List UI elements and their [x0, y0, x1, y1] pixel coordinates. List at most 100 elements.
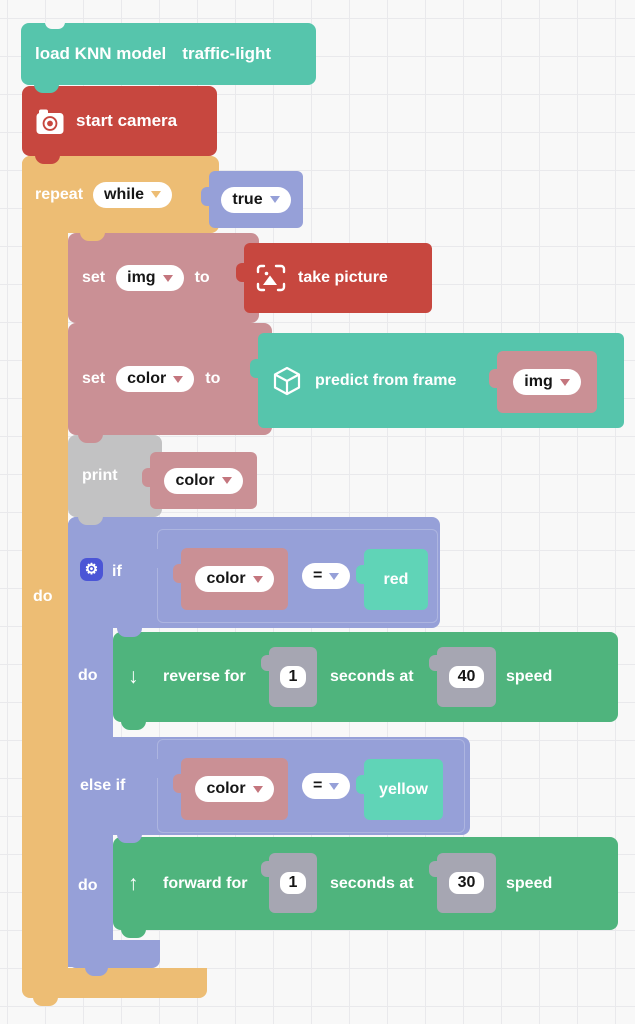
connector-tab-left — [261, 655, 270, 671]
block-duration-arg[interactable]: 1 — [261, 853, 317, 913]
reverse-label-1: reverse for — [163, 668, 246, 685]
connector-bump — [33, 997, 58, 1006]
connector-tab-left — [142, 468, 151, 487]
dropdown-caret-icon — [252, 575, 263, 583]
connector-bump — [117, 628, 142, 637]
print-arg-dropdown[interactable]: color — [164, 467, 243, 494]
connector-bump — [121, 929, 146, 938]
reverse-arrow-icon: ↓ — [128, 665, 139, 688]
camera-icon — [36, 109, 64, 134]
block-true-value[interactable]: true — [201, 171, 303, 228]
cond2-right-value: yellow — [379, 780, 428, 798]
speed-field[interactable]: 40 — [448, 665, 485, 689]
cond1-left-value: color — [206, 570, 246, 587]
connector-bump — [85, 967, 108, 976]
load-model-label: load KNN model — [35, 44, 167, 63]
block-cond1-right[interactable]: red — [356, 549, 428, 610]
cond2-left-dropdown[interactable]: color — [195, 776, 274, 802]
connector-bump — [78, 516, 103, 525]
cond1-left-dropdown[interactable]: color — [195, 566, 274, 592]
to-label: to — [205, 370, 221, 387]
block-cond2-left[interactable]: color — [173, 758, 288, 820]
block-condition-2[interactable]: color = yellow — [149, 739, 465, 833]
dropdown-caret-icon — [151, 191, 162, 198]
connector-tab-left — [489, 369, 498, 388]
block-img-arg[interactable]: img — [489, 351, 597, 413]
block-cond1-left[interactable]: color — [173, 548, 288, 610]
block-reverse[interactable]: ↓ reverse for 1 seconds at 40 speed — [113, 632, 618, 730]
speed-field[interactable]: 30 — [448, 871, 485, 895]
connector-bump — [78, 322, 103, 331]
cond2-left-value: color — [206, 780, 246, 797]
repeat-mode-dropdown[interactable]: while — [93, 181, 173, 208]
forward-arrow-icon: ↑ — [128, 871, 139, 895]
block-duration-arg[interactable]: 1 — [261, 647, 317, 707]
connector-tab-left — [356, 565, 365, 584]
connector-bump — [80, 232, 105, 241]
block-condition-1[interactable]: color = red — [149, 529, 438, 623]
block-speed-arg[interactable]: 30 — [429, 853, 496, 913]
set-label: set — [82, 269, 106, 286]
model-name-text: traffic-light — [182, 44, 272, 63]
if-do-label: do — [78, 667, 98, 684]
duration-field[interactable]: 1 — [279, 665, 307, 689]
repeat-label: repeat — [35, 185, 84, 203]
connector-tab-left — [236, 263, 245, 282]
block-predict-from-frame[interactable]: predict from frame img — [250, 333, 624, 428]
dropdown-caret-icon — [252, 785, 263, 793]
forward-label-1: forward for — [163, 874, 248, 892]
block-set-img[interactable]: set img to — [68, 233, 267, 331]
viewfinder-picture-icon — [256, 264, 286, 292]
if-do2-label: do — [78, 877, 98, 894]
true-dropdown[interactable]: true — [221, 186, 291, 213]
connector-tab-left — [149, 549, 158, 568]
connector-tab-left — [356, 775, 365, 794]
dropdown-caret-icon — [329, 572, 340, 580]
img-var-dropdown[interactable]: img — [116, 265, 184, 291]
block-repeat-header[interactable]: repeat while — [22, 156, 227, 241]
dropdown-caret-icon — [329, 782, 340, 790]
block-cond2-right[interactable]: yellow — [356, 759, 443, 820]
block-repeat-spine[interactable] — [22, 156, 68, 968]
img-arg-dropdown[interactable]: img — [513, 369, 581, 395]
block-if-bottom[interactable] — [68, 940, 160, 976]
set-label: set — [82, 370, 106, 387]
start-camera-label: start camera — [76, 111, 178, 130]
block-print-arg-color[interactable]: color — [142, 452, 257, 509]
block-set-color[interactable]: set color to — [68, 323, 280, 443]
block-start-camera[interactable]: start camera — [22, 86, 217, 164]
take-picture-label: take picture — [298, 269, 388, 286]
connector-tab-left — [261, 861, 270, 877]
img-arg-value: img — [524, 373, 553, 390]
print-arg-value: color — [175, 471, 215, 489]
true-value-text: true — [232, 190, 263, 208]
cond1-op-dropdown[interactable]: = — [302, 563, 351, 589]
block-forward[interactable]: ↑ forward for 1 seconds at 30 speed — [113, 837, 618, 938]
dropdown-caret-icon — [221, 477, 232, 484]
block-repeat-bottom[interactable] — [22, 968, 207, 1006]
reverse-label-2: seconds at — [330, 668, 414, 685]
img-var-value: img — [127, 269, 156, 286]
repeat-mode-value: while — [104, 185, 145, 203]
connector-bump — [121, 721, 146, 730]
connector-notch — [45, 22, 65, 29]
to-label: to — [194, 269, 210, 286]
block-load-knn-model[interactable]: load KNN model traffic-light — [21, 22, 316, 93]
dropdown-caret-icon — [559, 378, 570, 386]
dropdown-caret-icon — [173, 375, 184, 383]
connector-tab-left — [429, 655, 438, 671]
color-var-value: color — [127, 370, 167, 387]
cond1-right-value: red — [383, 570, 409, 588]
cond2-op-value: = — [313, 777, 323, 794]
mutator-gear-icon[interactable]: ⚙ — [80, 558, 103, 581]
block-elseif-row[interactable]: else if color = yellow — [68, 737, 470, 843]
block-speed-arg[interactable]: 40 — [429, 647, 496, 707]
color-var-dropdown[interactable]: color — [116, 366, 195, 392]
cond2-op-dropdown[interactable]: = — [302, 773, 351, 799]
duration-field[interactable]: 1 — [279, 871, 307, 895]
block-take-picture[interactable]: take picture — [236, 243, 432, 313]
connector-bump — [34, 84, 59, 93]
dropdown-caret-icon — [162, 274, 173, 282]
reverse-label-3: speed — [506, 668, 553, 685]
